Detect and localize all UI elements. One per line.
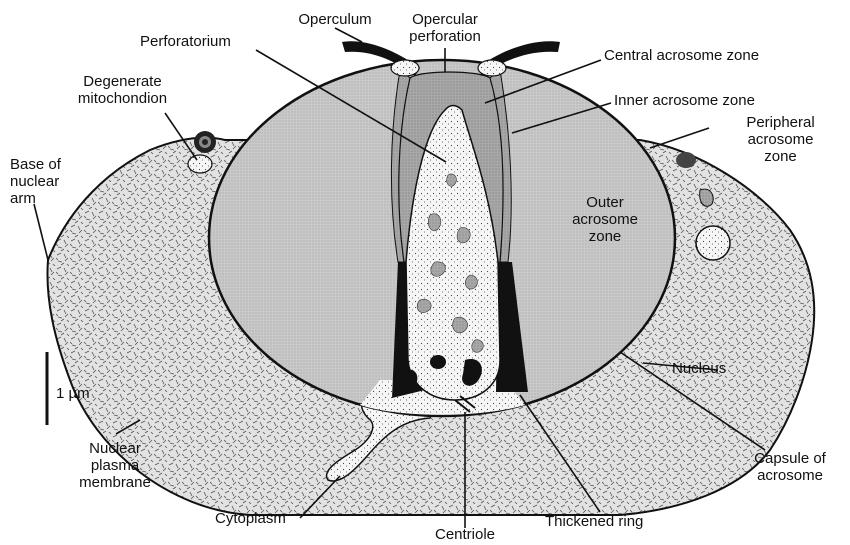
label-nucleus: Nucleus bbox=[672, 360, 726, 377]
label-degenerate-mitochondrion: Degenerate mitochondion bbox=[60, 73, 185, 107]
label-outer-acrosome-zone: Outer acrosome zone bbox=[550, 194, 660, 245]
label-capsule-of-acrosome: Capsule of acrosome bbox=[735, 450, 845, 484]
label-operculum: Operculum bbox=[290, 11, 380, 28]
label-nuclear-plasma-membrane: Nuclear plasma membrane bbox=[60, 440, 170, 491]
label-peripheral-acrosome-zone: Peripheral acrosome zone bbox=[728, 114, 833, 165]
opercular-plug-left bbox=[391, 60, 419, 76]
label-perforatorium: Perforatorium bbox=[140, 33, 231, 50]
label-thickened-ring: Thickened ring bbox=[545, 513, 643, 530]
label-opercular-perforation: Opercular perforation bbox=[395, 11, 495, 45]
label-inner-acrosome-zone: Inner acrosome zone bbox=[614, 92, 755, 109]
label-scale-bar: 1 µm bbox=[56, 385, 90, 402]
label-centriole: Centriole bbox=[415, 526, 515, 543]
opercular-plug-right bbox=[478, 60, 506, 76]
label-central-acrosome-zone: Central acrosome zone bbox=[604, 47, 759, 64]
label-cytoplasm: Cytoplasm bbox=[215, 510, 286, 527]
label-base-of-nuclear-arm: Base of nuclear arm bbox=[10, 156, 61, 207]
